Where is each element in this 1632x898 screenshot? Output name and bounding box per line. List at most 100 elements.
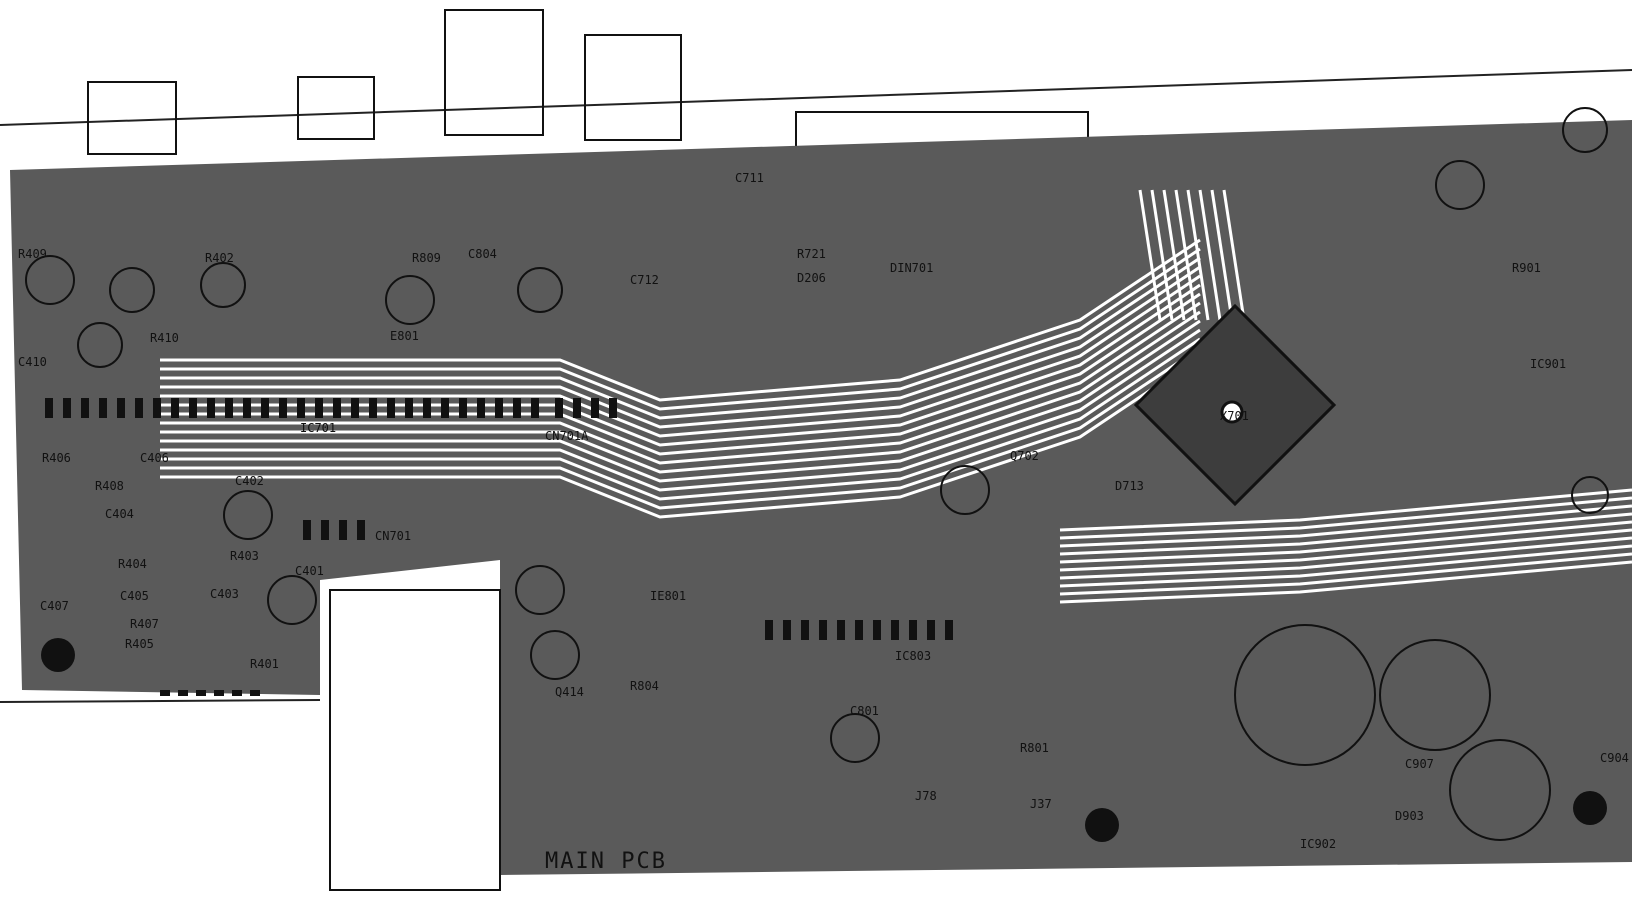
cn701a-pin xyxy=(573,398,581,418)
board-cutout xyxy=(329,589,501,891)
component-label: R401 xyxy=(250,657,279,671)
component-label: D903 xyxy=(1395,809,1424,823)
ic701-pin xyxy=(261,398,269,418)
cn701-pin xyxy=(303,520,311,540)
ic701-pin xyxy=(369,398,377,418)
component-label: C410 xyxy=(18,355,47,369)
component-label: D713 xyxy=(1115,479,1144,493)
edge-pin xyxy=(232,690,242,696)
bus-trace xyxy=(1059,520,1632,564)
ic803-pin xyxy=(945,620,953,640)
ic701-pin xyxy=(63,398,71,418)
ic701-pin xyxy=(351,398,359,418)
component-label: C402 xyxy=(235,474,264,488)
ic701-pin xyxy=(441,398,449,418)
component-label: C712 xyxy=(630,273,659,287)
bus-trace xyxy=(160,355,1201,519)
ic701-pin xyxy=(495,398,503,418)
bus-trace xyxy=(1162,189,1186,321)
ic803-pin xyxy=(873,620,881,640)
component-label: R721 xyxy=(797,247,826,261)
component-label: R405 xyxy=(125,637,154,651)
ic701-pin xyxy=(117,398,125,418)
component-label: J37 xyxy=(1030,797,1052,811)
bus-trace xyxy=(160,346,1201,510)
component-label: R408 xyxy=(95,479,124,493)
component-label: IC803 xyxy=(895,649,931,663)
bus-trace xyxy=(1198,189,1222,321)
ic701-pin xyxy=(315,398,323,418)
component-label: Q702 xyxy=(1010,449,1039,463)
component-label: C801 xyxy=(850,704,879,718)
ic803-pin xyxy=(837,620,845,640)
cn701-pin xyxy=(339,520,347,540)
bus-trace xyxy=(1138,189,1162,321)
bus-trace xyxy=(1222,189,1246,321)
mounting-holes xyxy=(41,638,1607,842)
component-label: C403 xyxy=(210,587,239,601)
edge-pin xyxy=(250,690,260,696)
bus-trace xyxy=(1059,512,1632,556)
bus-trace xyxy=(1059,560,1632,604)
component-label: R804 xyxy=(630,679,659,693)
component-label: IC902 xyxy=(1300,837,1336,851)
bus-trace xyxy=(160,328,1201,492)
component-label: CN701A xyxy=(545,429,589,443)
component-label: IC701 xyxy=(300,421,336,435)
component-label: C406 xyxy=(140,451,169,465)
top-connectors xyxy=(87,9,1089,155)
ic701-pin xyxy=(225,398,233,418)
ic701-pin xyxy=(81,398,89,418)
component-label: R404 xyxy=(118,557,147,571)
ic701-pin xyxy=(297,398,305,418)
cn701-pin xyxy=(357,520,365,540)
bus-trace xyxy=(1059,504,1632,548)
component-label: R406 xyxy=(42,451,71,465)
ic803-pin xyxy=(783,620,791,640)
bus-trace xyxy=(1059,488,1632,532)
central-ic xyxy=(1133,303,1337,507)
ic701-pin xyxy=(45,398,53,418)
edge-pin xyxy=(196,690,206,696)
ic701-pin xyxy=(207,398,215,418)
bus-trace xyxy=(160,337,1201,501)
edge-pin xyxy=(214,690,224,696)
edge-pin xyxy=(178,690,188,696)
ic701-pin xyxy=(459,398,467,418)
component-label: D206 xyxy=(797,271,826,285)
component-label: R801 xyxy=(1020,741,1049,755)
pin-rows xyxy=(45,398,953,696)
bus-trace xyxy=(160,256,1201,420)
component-label: C404 xyxy=(105,507,134,521)
cn701a-pin xyxy=(609,398,617,418)
bus-trace xyxy=(1059,552,1632,596)
bus-trace xyxy=(160,310,1201,474)
bus-trace xyxy=(160,283,1201,447)
ic701-pin xyxy=(405,398,413,418)
frame-bottom-line xyxy=(0,699,321,703)
transistor-symbols xyxy=(25,107,1609,841)
cn701a-pin xyxy=(555,398,563,418)
component-label: C907 xyxy=(1405,757,1434,771)
bus-traces xyxy=(160,189,1632,604)
ic701-pin xyxy=(333,398,341,418)
bus-trace xyxy=(160,319,1201,483)
component-label: C405 xyxy=(120,589,149,603)
edge-pin xyxy=(160,690,170,696)
component-label: DIN701 xyxy=(890,261,933,275)
copper-region xyxy=(10,120,1632,875)
ic701-pin xyxy=(171,398,179,418)
component-label: E801 xyxy=(390,329,419,343)
cn701-pin xyxy=(321,520,329,540)
bus-trace xyxy=(160,265,1201,429)
bus-trace xyxy=(1059,496,1632,540)
component-label: IE801 xyxy=(650,589,686,603)
frame-top-line xyxy=(0,69,1632,126)
component-label: C711 xyxy=(735,171,764,185)
component-label: IC901 xyxy=(1530,357,1566,371)
bus-trace xyxy=(160,274,1201,438)
bus-trace xyxy=(160,238,1201,402)
ic803-pin xyxy=(891,620,899,640)
